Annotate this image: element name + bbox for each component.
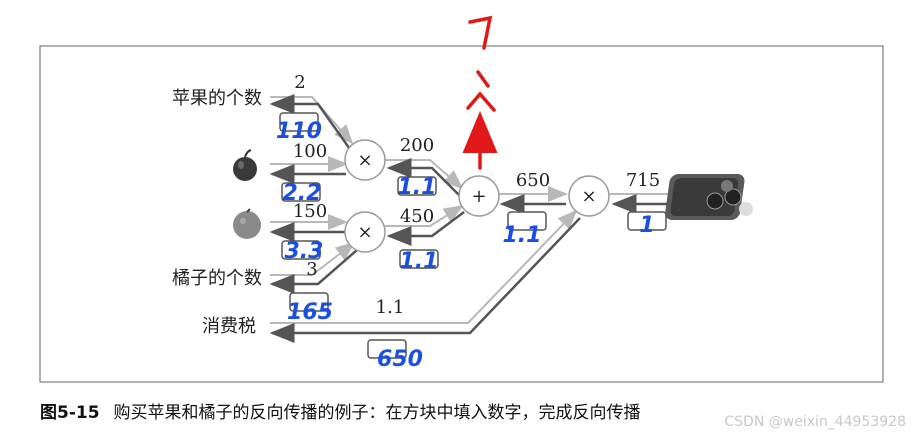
svg-text:×: × [357, 222, 372, 243]
box-apple-count[interactable] [279, 112, 319, 132]
box-sum[interactable] [507, 211, 547, 231]
value-sum: 650 [516, 170, 550, 191]
caption-text: 购买苹果和橘子的反向传播的例子：在方块中填入数字，完成反向传播 [113, 403, 641, 423]
value-apple-count: 2 [294, 72, 305, 93]
node-add: + [458, 175, 500, 217]
wallet-icon [665, 174, 753, 220]
figure-frame [39, 45, 884, 383]
hand-orange-price-grad: 3.3 [285, 239, 324, 264]
apple-icon [233, 149, 257, 181]
red-handwriting [462, 15, 498, 170]
hand-total-grad: 1 [639, 213, 654, 238]
box-tax[interactable] [367, 339, 407, 359]
value-orange-price: 150 [293, 201, 327, 222]
orange-count-label: 橘子的个数 [172, 268, 262, 289]
hand-sum-grad: 1.1 [503, 223, 542, 248]
hand-apple-total-grad: 1.1 [398, 175, 437, 200]
value-total: 715 [626, 170, 660, 191]
box-apple-price[interactable] [281, 182, 321, 202]
tax-label: 消费税 [202, 316, 256, 337]
box-orange-total[interactable] [399, 249, 439, 269]
box-orange-count[interactable] [289, 292, 329, 312]
hand-tax-grad: 650 [377, 347, 423, 372]
box-total[interactable] [627, 211, 667, 231]
value-tax: 1.1 [376, 297, 405, 318]
gradient-boxes [279, 112, 667, 359]
hand-apple-count-grad: 110 [276, 119, 322, 144]
hand-apple-price-grad: 2.2 [283, 181, 322, 206]
caption-number: 图5-15 [40, 403, 100, 423]
hand-orange-count-grad: 165 [287, 300, 333, 325]
orange-icon [233, 208, 261, 239]
box-apple-total[interactable] [397, 176, 437, 196]
backward-arrows [269, 94, 688, 343]
svg-text:×: × [357, 150, 372, 171]
node-mul-orange: × [344, 211, 386, 253]
value-orange-total: 450 [400, 206, 434, 227]
value-apple-total: 200 [400, 135, 434, 156]
hand-orange-total-grad: 1.1 [400, 249, 439, 274]
node-mul-apple: × [344, 139, 386, 181]
svg-text:+: + [471, 186, 486, 207]
figure-caption: 图5-15 购买苹果和橘子的反向传播的例子：在方块中填入数字，完成反向传播 [40, 398, 641, 423]
svg-text:×: × [581, 186, 596, 207]
value-orange-count: 3 [306, 259, 317, 280]
value-apple-price: 100 [293, 141, 327, 162]
box-orange-price[interactable] [281, 240, 321, 260]
watermark: CSDN @weixin_44953928 [724, 414, 906, 430]
apple-count-label: 苹果的个数 [172, 88, 262, 109]
node-mul-tax: × [568, 175, 610, 217]
